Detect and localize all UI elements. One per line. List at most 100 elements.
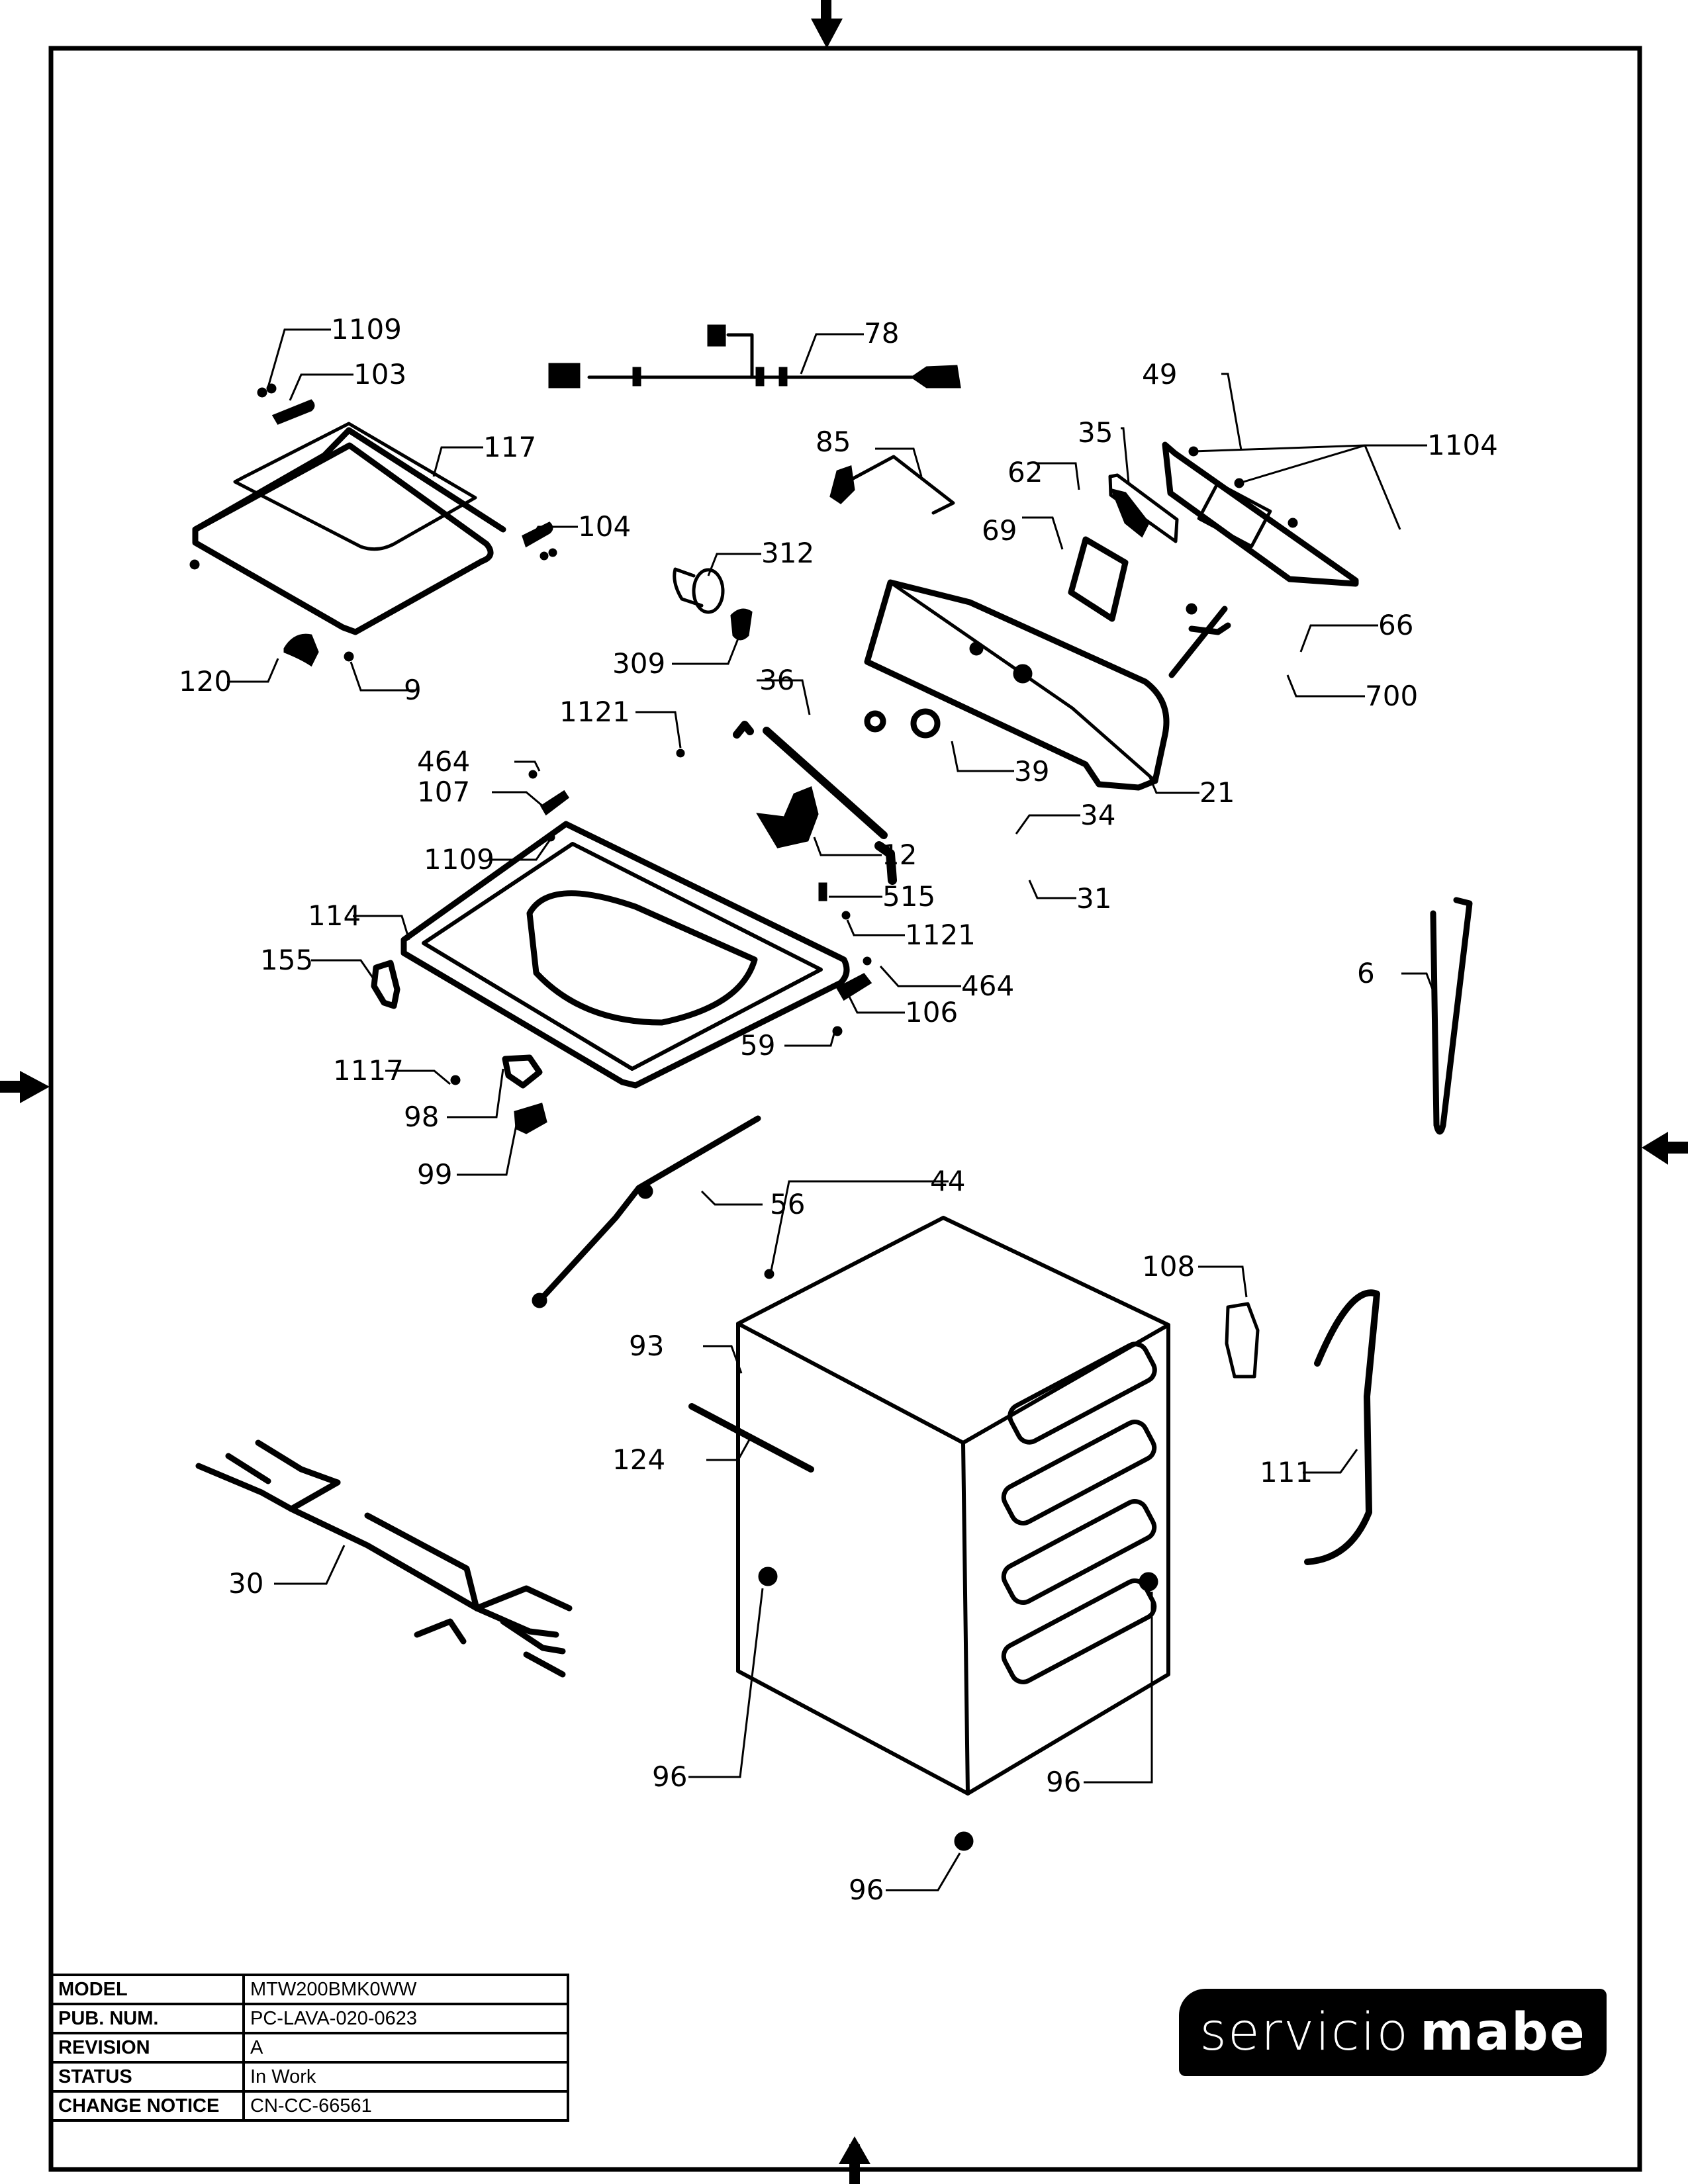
part-screw-9[interactable] [344, 651, 354, 662]
part-seal-39[interactable] [910, 708, 941, 739]
logo-text-light: servicio [1199, 2003, 1410, 2062]
center-arrow-right [1642, 1132, 1688, 1165]
part-screw-lid-left[interactable] [189, 559, 200, 570]
callout-49: 49 [1142, 358, 1177, 390]
part-wire-85[interactable] [829, 455, 955, 515]
part-switch-62[interactable] [1110, 488, 1150, 538]
callout-34: 34 [1080, 799, 1115, 831]
servicio-mabe-logo: servicio mabe [1179, 1989, 1607, 2076]
part-screw-1121b[interactable] [841, 911, 851, 920]
callout-44: 44 [930, 1165, 965, 1197]
part-screw-1121a[interactable] [676, 749, 685, 758]
callout-108: 108 [1142, 1250, 1195, 1283]
part-wiring-harness-30[interactable] [195, 1439, 573, 1678]
part-actuator-106[interactable] [835, 973, 872, 1001]
callout-107: 107 [417, 776, 470, 808]
part-hinge-104[interactable] [522, 522, 557, 561]
part-tube-6[interactable] [1430, 897, 1473, 1135]
part-harness-56[interactable] [532, 1115, 761, 1308]
part-control-board-69[interactable] [1068, 536, 1129, 622]
callout-111: 111 [1260, 1456, 1313, 1488]
callout-1121-right: 1121 [905, 919, 976, 951]
callout-98: 98 [404, 1101, 439, 1133]
callout-21: 21 [1199, 776, 1235, 809]
callout-117: 117 [483, 431, 536, 463]
callout-106: 106 [905, 996, 958, 1028]
title-block-row-model: MODEL MTW200BMK0WW [50, 1974, 569, 2005]
revision-value: A [242, 2032, 569, 2064]
part-valve-12[interactable] [756, 786, 819, 848]
part-lock-98[interactable] [502, 1054, 543, 1089]
callout-312: 312 [761, 537, 814, 569]
title-block-row-pub-num: PUB. NUM. PC-LAVA-020-0623 [50, 2003, 569, 2034]
part-clip-309[interactable] [730, 608, 753, 641]
part-control-panel-21[interactable] [864, 579, 1170, 791]
callout-labels: 1109 103 117 104 120 9 78 85 312 309 49 … [179, 313, 1498, 1906]
change-notice-label: CHANGE NOTICE [50, 2090, 245, 2122]
center-arrow-top [811, 0, 843, 48]
callout-12: 12 [882, 839, 917, 871]
callout-78: 78 [864, 317, 899, 349]
title-block-row-status: STATUS In Work [50, 2061, 569, 2093]
part-screw-464a[interactable] [528, 770, 538, 779]
callout-36: 36 [759, 664, 794, 696]
part-bumper-120[interactable] [283, 633, 319, 667]
leader-lines [227, 328, 1436, 1891]
part-overlay-35[interactable] [1108, 473, 1179, 543]
callout-155: 155 [260, 944, 313, 976]
callout-1104: 1104 [1427, 429, 1498, 461]
title-block-row-change-notice: CHANGE NOTICE CN-CC-66561 [50, 2090, 569, 2122]
part-actuator-107[interactable] [539, 790, 570, 816]
part-screw-1109b[interactable] [546, 833, 555, 842]
callout-69: 69 [982, 514, 1017, 547]
callout-96-right: 96 [1046, 1766, 1081, 1798]
part-capacitor-312[interactable] [673, 567, 725, 614]
part-elbow-31[interactable] [874, 841, 897, 885]
part-seal-36[interactable] [864, 710, 886, 733]
model-value: MTW200BMK0WW [242, 1974, 569, 2005]
part-cabinet-93[interactable] [736, 1216, 1170, 1796]
part-bracket-155[interactable] [371, 960, 400, 1009]
title-block-row-revision: REVISION A [50, 2032, 569, 2064]
part-hose-66-700[interactable] [1168, 603, 1231, 678]
center-arrow-bottom [839, 2136, 870, 2184]
callout-309: 309 [612, 647, 665, 680]
part-panel-cover-49[interactable] [1162, 441, 1359, 587]
part-bracket-108[interactable] [1225, 1302, 1260, 1379]
part-elbow-top[interactable] [733, 721, 754, 739]
part-lock-99[interactable] [514, 1103, 547, 1134]
part-drain-hose-111[interactable] [1304, 1289, 1380, 1565]
callout-62: 62 [1008, 456, 1043, 488]
part-feet-96[interactable] [758, 1567, 1158, 1851]
part-rod-34[interactable] [763, 727, 888, 839]
callout-9: 9 [404, 674, 422, 706]
callout-35: 35 [1078, 416, 1113, 449]
part-pin-515[interactable] [818, 882, 827, 901]
callout-96-left: 96 [652, 1760, 687, 1793]
part-screw-1117[interactable] [450, 1075, 461, 1085]
status-value: In Work [242, 2061, 569, 2093]
callout-56: 56 [770, 1188, 805, 1220]
callout-31: 31 [1076, 882, 1111, 915]
part-screw-44[interactable] [764, 1269, 774, 1279]
callout-30: 30 [228, 1567, 263, 1600]
part-lid[interactable] [192, 422, 506, 635]
change-notice-value: CN-CC-66561 [242, 2090, 569, 2122]
part-top-cover-114[interactable] [400, 821, 850, 1089]
center-arrow-left [0, 1071, 50, 1103]
callout-464-left: 464 [417, 745, 470, 778]
callout-515: 515 [882, 880, 935, 913]
callout-114: 114 [308, 899, 361, 932]
callout-1109-hinge-screw: 1109 [331, 313, 402, 345]
part-screw-464b[interactable] [863, 956, 872, 966]
status-label: STATUS [50, 2061, 245, 2093]
callout-103: 103 [353, 358, 406, 390]
callout-66: 66 [1378, 609, 1413, 641]
callout-124: 124 [612, 1443, 665, 1476]
pub-num-label: PUB. NUM. [50, 2003, 245, 2034]
part-power-cord[interactable] [548, 324, 961, 388]
callout-1117: 1117 [333, 1054, 404, 1087]
callout-1121-top: 1121 [559, 696, 630, 728]
part-hinge-103[interactable] [257, 383, 315, 425]
